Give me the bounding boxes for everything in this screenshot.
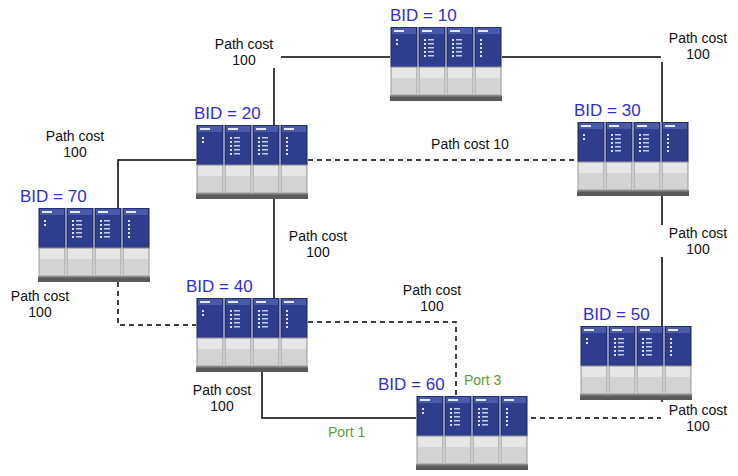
path-cost-label: Path cost 100 bbox=[38, 128, 112, 160]
path-cost-label: Path cost 100 bbox=[661, 30, 735, 62]
switch-icon bbox=[577, 122, 689, 196]
switch-node: BID = 60 bbox=[416, 396, 528, 470]
switch-node: BID = 40 bbox=[196, 298, 308, 372]
bridge-id: BID = 50 bbox=[583, 305, 650, 324]
path-cost-label: Path cost 100 bbox=[185, 382, 259, 414]
blocked-link bbox=[528, 400, 662, 418]
switch-node: BID = 10 bbox=[390, 27, 502, 101]
path-cost-label: Path cost 100 bbox=[281, 228, 355, 260]
active-link bbox=[274, 57, 390, 125]
blocked-link bbox=[118, 282, 196, 325]
bridge-id: BID = 40 bbox=[186, 277, 253, 296]
switch-icon bbox=[38, 208, 150, 282]
switch-node: BID = 70 bbox=[38, 208, 150, 282]
blocked-link bbox=[308, 159, 577, 161]
path-cost-label: Path cost 100 bbox=[207, 36, 281, 68]
bridge-id: BID = 60 bbox=[378, 375, 445, 394]
blocked-link bbox=[308, 322, 456, 396]
switch-icon bbox=[390, 27, 502, 101]
active-link bbox=[502, 57, 662, 122]
switch-icon bbox=[580, 326, 692, 400]
switch-icon bbox=[196, 298, 308, 372]
port-label: Port 1 bbox=[328, 424, 365, 440]
active-link bbox=[661, 196, 663, 326]
path-cost-label: Path cost 10 bbox=[430, 136, 510, 152]
switch-node: BID = 30 bbox=[577, 122, 689, 196]
path-cost-label: Path cost 100 bbox=[661, 225, 735, 257]
bridge-id: BID = 10 bbox=[390, 6, 457, 25]
port-label: Port 3 bbox=[464, 372, 501, 388]
bridge-id: BID = 30 bbox=[574, 101, 641, 120]
active-link bbox=[273, 199, 275, 298]
active-link bbox=[118, 160, 196, 208]
bridge-id: BID = 20 bbox=[194, 104, 261, 123]
bridge-id: BID = 70 bbox=[20, 187, 87, 206]
switch-node: BID = 20 bbox=[196, 125, 308, 199]
switch-icon bbox=[196, 125, 308, 199]
switch-node: BID = 50 bbox=[580, 326, 692, 400]
path-cost-label: Path cost 100 bbox=[3, 288, 77, 320]
path-cost-label: Path cost 100 bbox=[395, 282, 469, 314]
switch-icon bbox=[416, 396, 528, 470]
path-cost-label: Path cost 100 bbox=[661, 402, 735, 434]
